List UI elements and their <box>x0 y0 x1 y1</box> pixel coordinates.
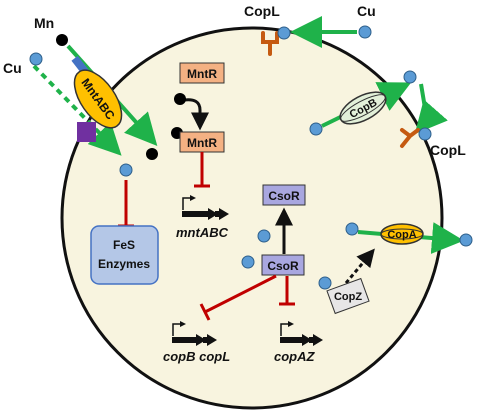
fes-label-line2: Enzymes <box>98 257 150 271</box>
copl-label-top: CopL <box>244 3 280 19</box>
copz-box: CopZ <box>326 277 370 315</box>
cu-ion-copb-out <box>403 70 417 84</box>
cell <box>60 26 444 410</box>
copaz-gene: copAZ <box>274 321 323 364</box>
cu-ion-copb-in <box>309 122 323 136</box>
copb-to-copl-arrow <box>414 83 448 135</box>
mntr-activation-arrow <box>183 98 209 131</box>
cu-ion-copa-out <box>459 233 473 247</box>
copb-copl-gene: copB copL <box>163 321 230 364</box>
mntr-top-box: MntR <box>179 62 225 84</box>
copl-label-right: CopL <box>430 142 466 158</box>
mntabc-gene: mntABC <box>176 195 229 240</box>
copz-label: CopZ <box>334 291 362 303</box>
mn-ion-outside <box>56 34 68 46</box>
cu-label-top: Cu <box>357 3 376 19</box>
mn-label: Mn <box>34 15 54 31</box>
cu-ion-copl-right <box>418 127 432 141</box>
cu-ion-copa-in <box>345 222 359 236</box>
cu-label-left: Cu <box>3 60 22 76</box>
cu-ion-copl-top <box>277 26 291 40</box>
svg-text:CsoR: CsoR <box>268 189 300 203</box>
svg-text:MntR: MntR <box>187 67 217 81</box>
svg-text:CsoR: CsoR <box>267 259 299 273</box>
csor-bottom-box: CsoR <box>261 254 305 276</box>
cu-uptake-arrow <box>32 64 122 156</box>
fes-label-line1: FeS <box>113 238 135 252</box>
copa-transporter: CopA <box>380 223 424 245</box>
csor-top-box: CsoR <box>262 184 306 206</box>
fes-enzymes-box: FeS Enzymes <box>90 225 159 285</box>
mntr-repression <box>194 152 210 188</box>
mntr-bottom-box: MntR <box>179 131 225 153</box>
cu-ion-outside <box>29 52 43 66</box>
csor-repression-copaz <box>279 276 295 306</box>
mn-ion-mntr-1 <box>174 93 186 105</box>
csor-repression-copb <box>199 274 277 321</box>
mntabc-purple-subunit <box>77 122 96 142</box>
cu-ion-csor-top <box>257 229 271 243</box>
cu-ion-inside <box>119 163 133 177</box>
copa-label: CopA <box>387 229 416 241</box>
copl-top-protein <box>261 31 279 56</box>
mn-ion-inside <box>146 148 158 160</box>
copb-copl-gene-label: copB copL <box>163 349 230 364</box>
copb-transporter: CopB <box>339 91 387 125</box>
svg-text:MntR: MntR <box>187 136 217 150</box>
cu-ion-top-right <box>358 25 372 39</box>
copaz-gene-label: copAZ <box>274 349 316 364</box>
mntabc-gene-label: mntABC <box>176 225 229 240</box>
copl-right-protein <box>400 128 420 148</box>
cu-ion-csor-bottom <box>241 255 255 269</box>
cu-ion-copz <box>318 276 332 290</box>
